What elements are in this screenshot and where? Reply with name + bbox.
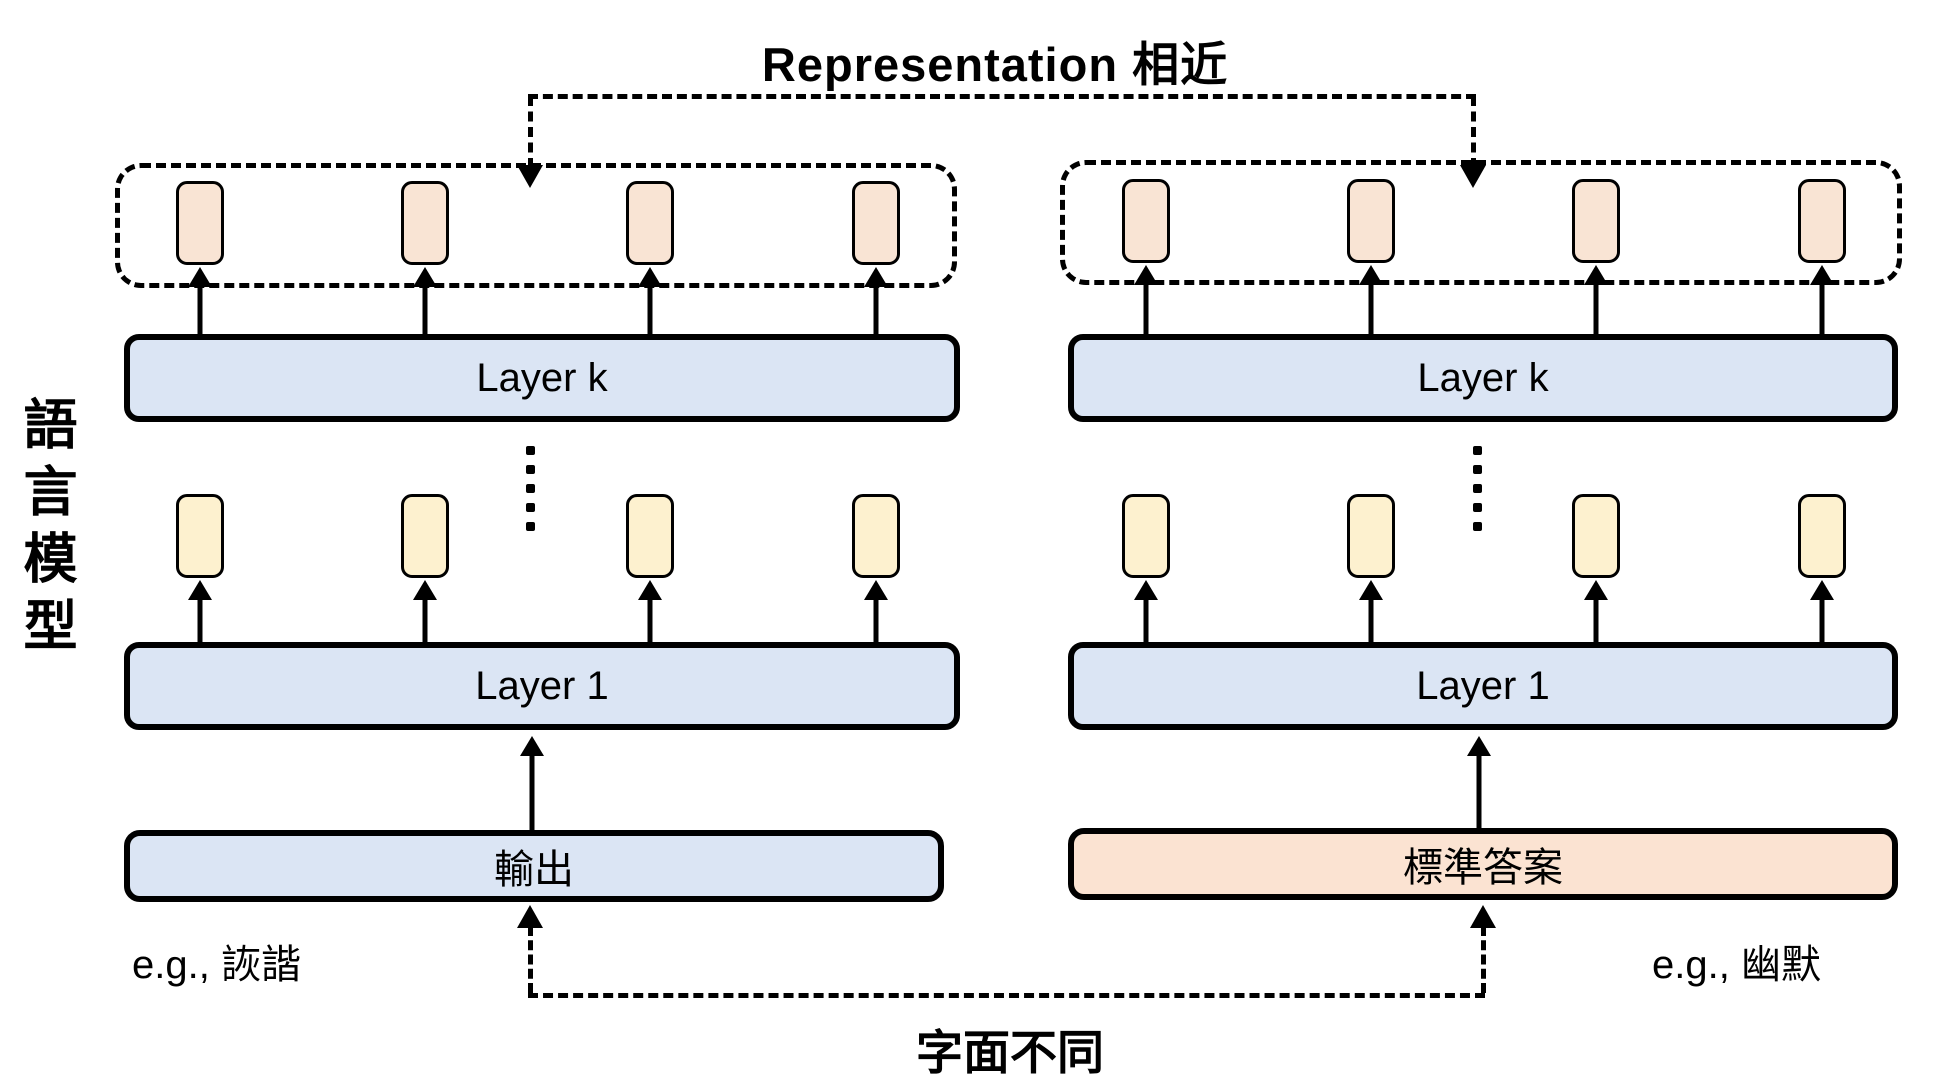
left-hidden-token — [176, 494, 224, 578]
up-arrow-icon — [1583, 580, 1609, 642]
left-layers-ellipsis-icon — [526, 446, 535, 531]
up-arrow-icon — [1133, 265, 1159, 334]
right-representation-dashed-box — [1060, 160, 1902, 285]
up-arrow-icon — [412, 580, 438, 642]
right-representation-token — [1798, 179, 1846, 263]
bottom-connector-left-arrowhead-icon — [517, 905, 543, 928]
left-hidden-token — [626, 494, 674, 578]
left-representation-token — [626, 181, 674, 265]
top-connector-right-line — [1471, 96, 1476, 168]
up-arrow-icon — [1583, 265, 1609, 334]
right-hidden-token — [1798, 494, 1846, 578]
up-arrow-icon — [863, 580, 889, 642]
right-layers-ellipsis-icon — [1473, 446, 1482, 531]
up-arrow-icon — [637, 580, 663, 642]
right-representation-token — [1347, 179, 1395, 263]
up-arrow-icon — [412, 267, 438, 334]
right-representation-token — [1572, 179, 1620, 263]
left-layer-k-box: Layer k — [124, 334, 960, 422]
top-connector-horizontal-line — [528, 94, 1476, 99]
up-arrow-icon — [187, 267, 213, 334]
right-example-label: e.g., 幽默 — [1652, 943, 1821, 987]
up-arrow-icon — [637, 267, 663, 334]
up-arrow-icon — [1466, 736, 1492, 828]
right-hidden-token — [1347, 494, 1395, 578]
language-model-side-label: 語言模型 — [15, 396, 75, 664]
bottom-connector-right-arrowhead-icon — [1470, 905, 1496, 928]
left-hidden-token — [852, 494, 900, 578]
left-hidden-token — [401, 494, 449, 578]
left-output-label: 輸出 — [494, 848, 574, 892]
up-arrow-icon — [1133, 580, 1159, 642]
up-arrow-icon — [1809, 580, 1835, 642]
right-hidden-token — [1572, 494, 1620, 578]
left-layer-k-label: Layer k — [476, 355, 608, 400]
top-connector-right-arrowhead-icon — [1460, 165, 1486, 188]
up-arrow-icon — [1809, 265, 1835, 334]
up-arrow-icon — [1358, 580, 1384, 642]
left-layer-1-box: Layer 1 — [124, 642, 960, 730]
bottom-connector-left-line — [528, 926, 533, 993]
right-layer-1-box: Layer 1 — [1068, 642, 1898, 730]
left-example-label: e.g., 詼諧 — [132, 943, 301, 987]
left-output-box: 輸出 — [124, 830, 944, 902]
up-arrow-icon — [187, 580, 213, 642]
right-hidden-token — [1122, 494, 1170, 578]
left-representation-token — [401, 181, 449, 265]
diagram-title: Representation 相近 — [761, 38, 1229, 91]
right-layer-k-box: Layer k — [1068, 334, 1898, 422]
left-representation-token — [176, 181, 224, 265]
right-answer-box: 標準答案 — [1068, 828, 1898, 900]
bottom-connector-horizontal-line — [528, 993, 1485, 998]
surface-difference-label: 字面不同 — [916, 1026, 1104, 1078]
left-representation-token — [852, 181, 900, 265]
top-connector-left-line — [528, 96, 533, 168]
right-representation-token — [1122, 179, 1170, 263]
up-arrow-icon — [519, 736, 545, 830]
up-arrow-icon — [1358, 265, 1384, 334]
right-answer-label: 標準答案 — [1403, 846, 1563, 890]
right-layer-k-label: Layer k — [1417, 355, 1549, 400]
bottom-connector-right-line — [1481, 926, 1486, 993]
up-arrow-icon — [863, 267, 889, 334]
top-connector-left-arrowhead-icon — [517, 165, 543, 188]
right-layer-1-label: Layer 1 — [1416, 663, 1550, 708]
left-representation-dashed-box — [115, 163, 957, 288]
left-layer-1-label: Layer 1 — [475, 663, 609, 708]
